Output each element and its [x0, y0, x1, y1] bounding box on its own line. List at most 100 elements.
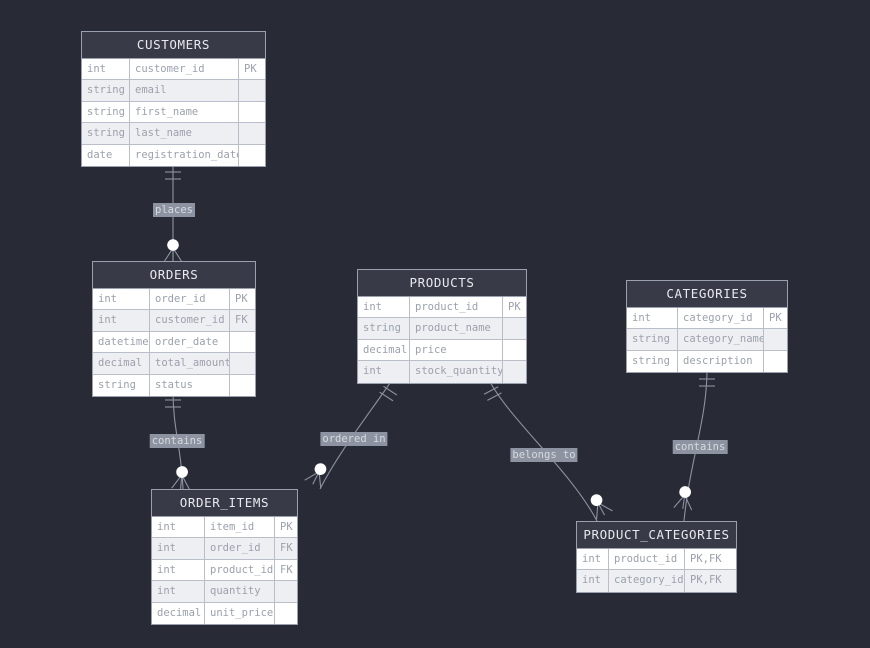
- crow-foot-prong: [172, 247, 183, 263]
- attribute-key: [230, 374, 255, 396]
- crow-foot-prong: [597, 502, 613, 512]
- crow-foot-prong: [304, 471, 320, 481]
- attribute-name: first_name: [130, 101, 239, 123]
- attribute-name: quantity: [205, 581, 275, 602]
- attribute-name: order_date: [150, 331, 230, 353]
- attribute-type: int: [358, 297, 410, 318]
- one-bar: [383, 385, 398, 396]
- attribute-type: decimal: [93, 353, 150, 374]
- crow-foot-prong: [163, 247, 174, 263]
- crow-foot-prong: [312, 471, 320, 485]
- crow-foot-prong: [684, 494, 693, 511]
- cardinality-marker-from-orders-order_items: [165, 399, 181, 408]
- cardinality-marker-to-customers-orders: [163, 239, 183, 263]
- attribute-name: item_id: [205, 517, 275, 538]
- attribute-type: string: [82, 123, 130, 144]
- attribute-type: int: [82, 59, 130, 80]
- entity-title-orders: ORDERS: [93, 262, 255, 289]
- cardinality-marker-from-products-order_items: [379, 385, 398, 402]
- relationship-label-customers-orders: places: [153, 203, 195, 217]
- attribute-type: datetime: [93, 331, 150, 353]
- attribute-name: email: [130, 80, 239, 101]
- attribute-key: [239, 123, 265, 144]
- attribute-type: int: [358, 361, 410, 383]
- attribute-name: registration_date: [130, 144, 239, 166]
- crow-foot-prong: [596, 502, 599, 520]
- attribute-name: status: [150, 374, 230, 396]
- attribute-key: FK: [275, 538, 297, 559]
- attribute-key: [230, 353, 255, 374]
- attribute-key: PK: [230, 289, 255, 310]
- attribute-key: [503, 361, 526, 383]
- attribute-name: product_id: [205, 559, 275, 581]
- attribute-key: [275, 602, 297, 624]
- zero-circle: [176, 466, 188, 478]
- attribute-type: int: [152, 559, 205, 581]
- attribute-name: category_id: [609, 570, 685, 592]
- cardinality-marker-from-customers-orders: [165, 171, 181, 180]
- attribute-key: FK: [275, 559, 297, 581]
- attribute-type: int: [152, 581, 205, 602]
- entity-title-categories: CATEGORIES: [627, 281, 787, 308]
- attribute-key: [239, 101, 265, 123]
- attribute-key: [230, 331, 255, 353]
- crow-foot-prong: [673, 494, 686, 508]
- attribute-type: string: [358, 318, 410, 339]
- attribute-type: int: [577, 570, 609, 592]
- relationship-label-orders-order_items: contains: [149, 434, 205, 448]
- attribute-name: order_id: [205, 538, 275, 559]
- attribute-type: string: [627, 350, 678, 373]
- attribute-key: PK: [239, 59, 265, 80]
- crow-foot-prong: [682, 494, 686, 509]
- relationship-label-products-product_categories: belongs to: [510, 448, 578, 462]
- attribute-key: PK: [275, 517, 297, 538]
- attribute-key: [239, 80, 265, 101]
- attribute-key: [275, 581, 297, 602]
- attribute-type: string: [627, 329, 678, 350]
- attribute-key: [239, 144, 265, 166]
- entity-title-customers: CUSTOMERS: [82, 32, 265, 59]
- attribute-key: [503, 318, 526, 339]
- zero-circle: [590, 494, 603, 506]
- cardinality-marker-to-orders-order_items: [171, 466, 191, 490]
- attribute-name: category_name: [678, 329, 764, 350]
- attribute-type: int: [627, 308, 678, 329]
- relationship-label-products-order_items: ordered in: [320, 432, 388, 446]
- zero-circle: [314, 463, 327, 475]
- attribute-name: unit_price: [205, 602, 275, 624]
- attribute-key: [764, 350, 787, 373]
- attribute-name: last_name: [130, 123, 239, 144]
- entity-title-products: PRODUCTS: [358, 270, 526, 297]
- attribute-name: order_id: [150, 289, 230, 310]
- attribute-type: int: [577, 549, 609, 570]
- attribute-type: int: [152, 538, 205, 559]
- attribute-name: product_id: [609, 549, 685, 570]
- crow-foot-prong: [318, 471, 322, 489]
- attribute-name: product_id: [410, 297, 503, 318]
- zero-circle: [167, 239, 179, 251]
